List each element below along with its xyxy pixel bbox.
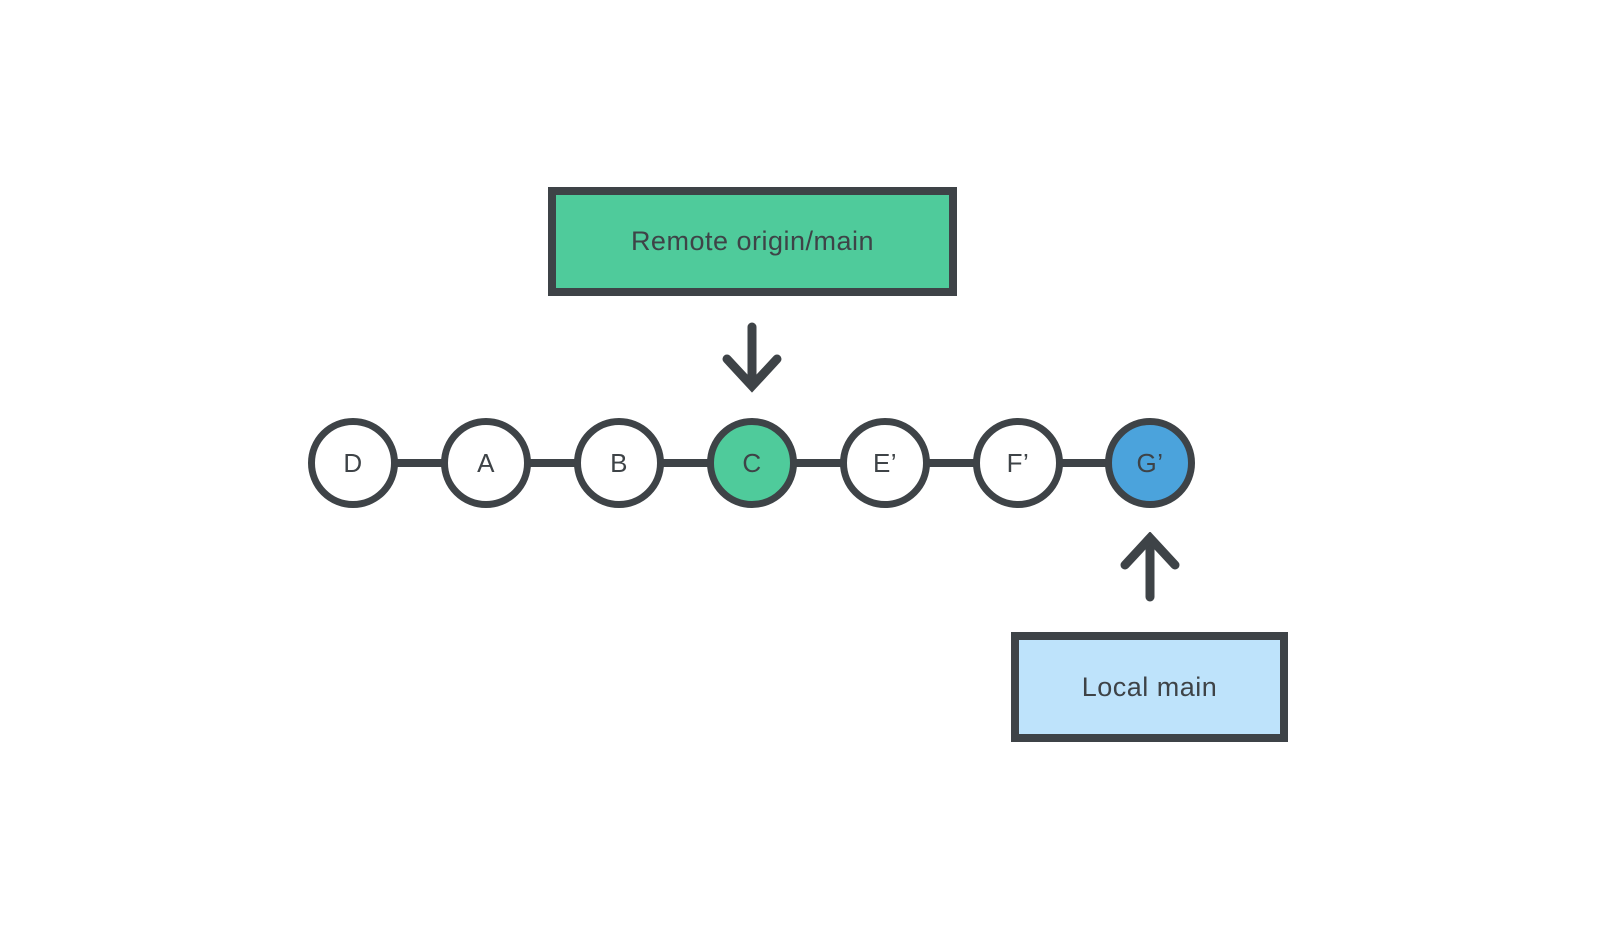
remote-branch-label-text: Remote origin/main [630, 226, 875, 256]
commit-node-f-prime: F’ [973, 418, 1063, 508]
commit-node-label: D [343, 447, 363, 478]
commit-node-label: A [477, 447, 495, 478]
commit-node-label: E’ [872, 447, 898, 478]
commit-node-g-prime-local-head: G’ [1105, 418, 1195, 508]
local-branch-label-text: Local main [1081, 671, 1218, 702]
arrow-down-icon [722, 322, 782, 393]
commit-node-c-remote-head: C [707, 418, 797, 508]
commit-node-label: B [610, 447, 628, 478]
commit-node-d: D [308, 418, 398, 508]
commit-node-b: B [574, 418, 664, 508]
remote-branch-label: Remote origin/main [548, 187, 957, 296]
commit-node-label: C [742, 447, 762, 478]
arrow-up-icon [1120, 532, 1180, 602]
commit-node-a: A [441, 418, 531, 508]
commit-node-label: G’ [1136, 447, 1164, 478]
local-branch-label: Local main [1011, 632, 1288, 742]
commit-node-label: F’ [1006, 447, 1030, 478]
commit-node-e-prime: E’ [840, 418, 930, 508]
